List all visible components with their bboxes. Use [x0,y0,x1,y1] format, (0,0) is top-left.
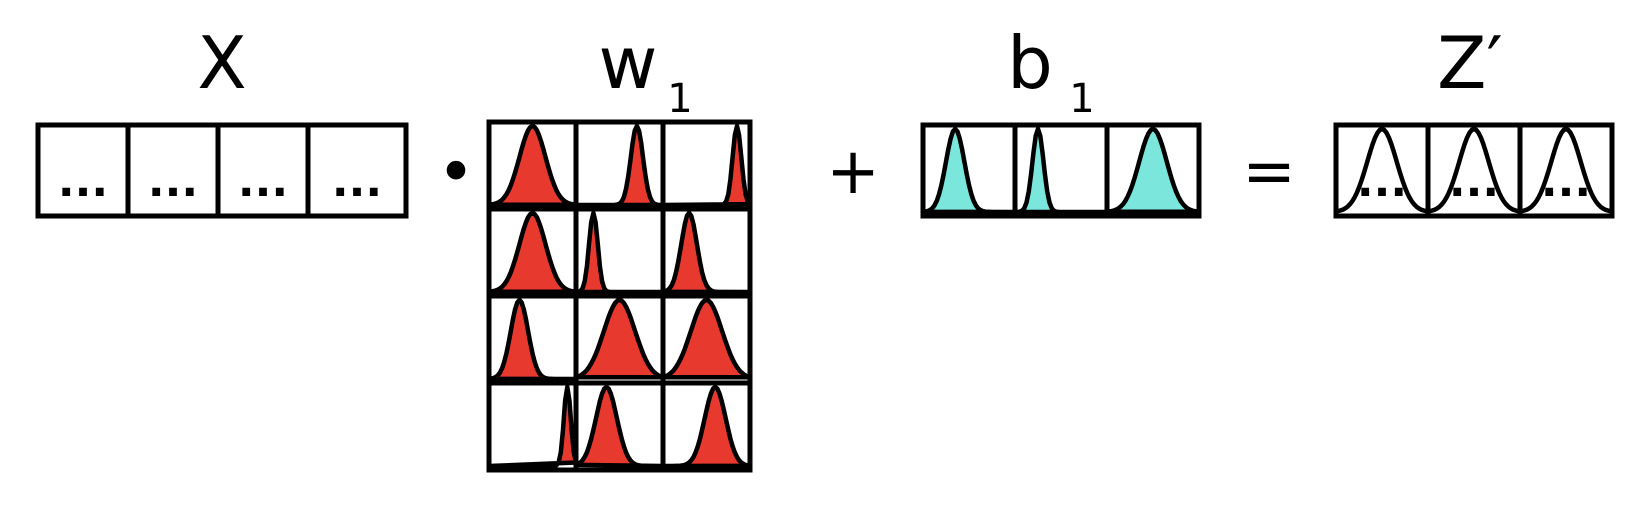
weight-cell [660,119,753,212]
weight-cell [486,380,579,473]
gaussian-curve [489,210,576,294]
x-cell-ellipsis: ... [332,156,382,207]
bias-cell [920,122,1018,219]
plus-operator: + [826,135,880,209]
equals-operator: = [1242,135,1296,209]
x-cell [125,122,221,219]
gaussian-curve [576,210,663,295]
weight-cell [660,380,753,473]
dot-operator: • [437,136,475,210]
gaussian-curve [576,384,663,469]
z-cell-ellipsis: ... [1357,156,1407,207]
x-vector: ... ... ... ... [35,122,409,219]
bias-cell [1104,122,1202,219]
weight-cell [660,293,753,386]
weight-cell [573,293,666,386]
x-cell-ellipsis: ... [58,156,108,207]
weight-matrix [486,119,753,473]
x-cell-ellipsis: ... [148,156,198,207]
w-label: w [599,21,658,105]
weight-cell [573,119,666,212]
gaussian-curve [663,210,750,295]
gaussian-curve [576,123,663,208]
z-cell-ellipsis: ... [1541,156,1591,207]
z-prime-cell [1425,122,1523,219]
bias-vector [920,122,1202,219]
z-prime-vector [1333,122,1615,219]
gaussian-curve [489,384,576,469]
weight-cell [573,206,666,299]
gaussian-curve [663,123,750,208]
z-prime-cell [1517,122,1615,219]
weight-cell [660,206,753,299]
x-label: X [197,21,246,105]
weight-cell [486,293,579,386]
x-cell [35,122,131,219]
bias-cell [1012,122,1110,219]
gaussian-curve [663,384,750,469]
x-cell-ellipsis: ... [238,156,288,207]
z-prime-ellipses: ... ... ... [1357,156,1591,207]
gaussian-curve [489,123,576,207]
weight-cell [573,380,666,473]
gaussian-curve [1428,126,1520,214]
gaussian-curve [576,297,663,380]
gaussian-curve [489,297,576,382]
gaussian-curve [1520,126,1612,214]
x-cell [305,122,409,219]
z-cell-ellipsis: ... [1449,156,1499,207]
w-subscript: 1 [667,76,692,122]
x-cell [215,122,311,219]
gaussian-curve [1336,126,1428,214]
weight-cell [486,119,579,212]
b-label: b [1007,21,1053,105]
b-subscript: 1 [1069,76,1094,122]
gaussian-curve [1107,126,1199,214]
gaussian-curve [1015,126,1107,215]
z-label: Z′ [1437,21,1503,105]
gaussian-curve [663,297,750,380]
weight-cell [486,206,579,299]
gaussian-curve [923,126,1015,215]
